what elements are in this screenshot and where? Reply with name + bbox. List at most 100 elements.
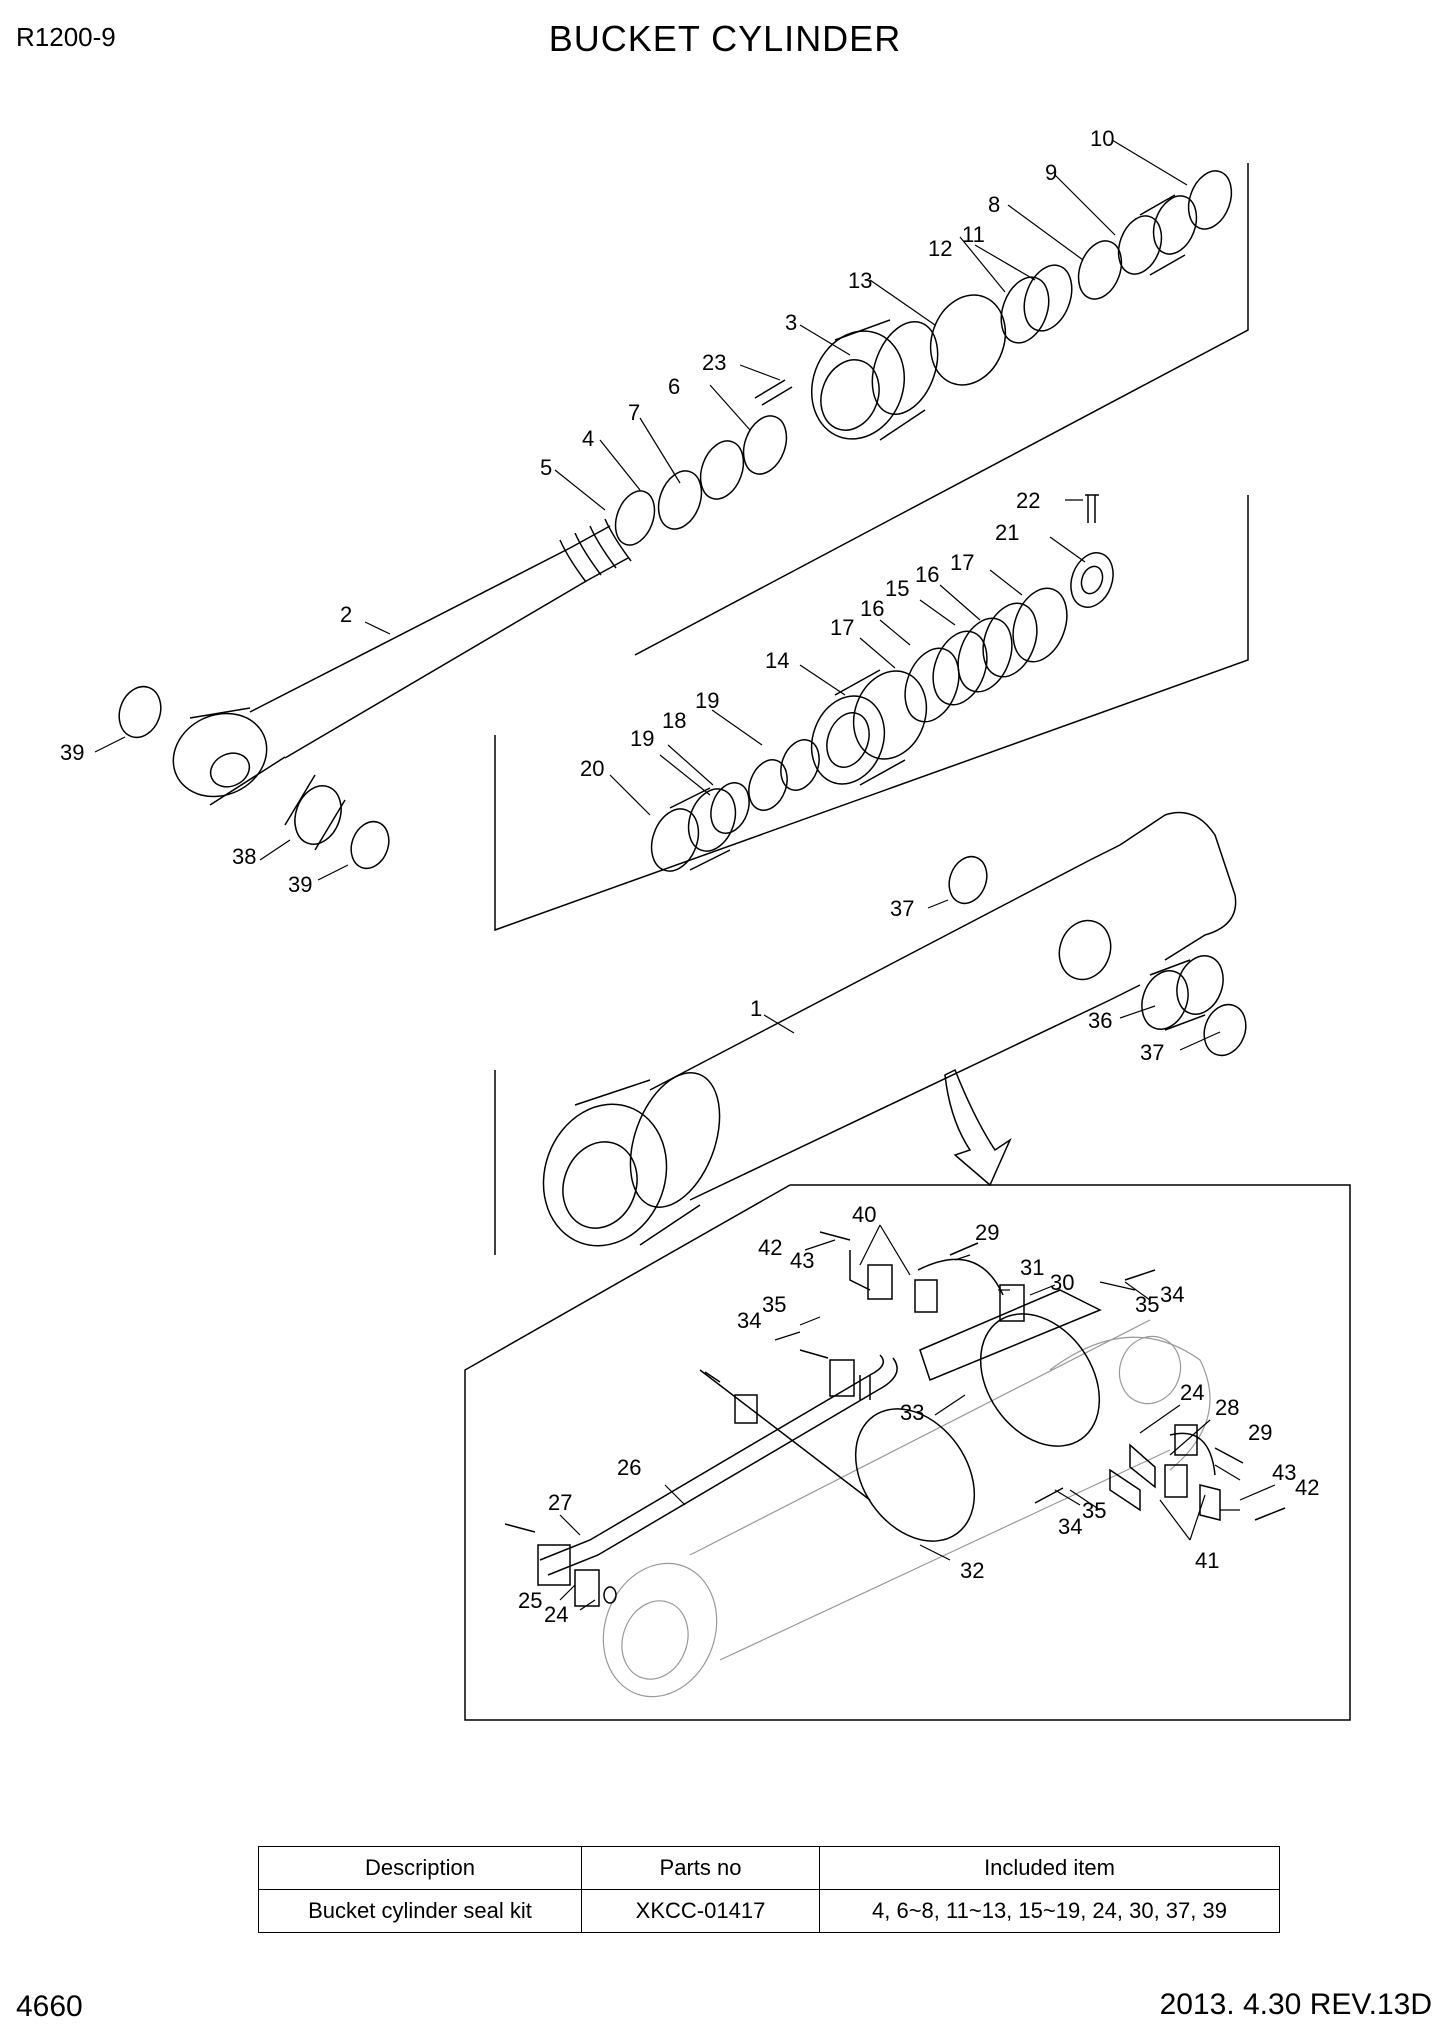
table-header-row: Description Parts no Included item <box>258 1846 1280 1890</box>
part-34-bolt-b <box>799 1349 829 1359</box>
part-24-plate <box>574 1569 600 1607</box>
callout-7: 7 <box>628 400 640 425</box>
panel-piston-outline <box>494 495 1249 932</box>
callout-34-c: 34 <box>1058 1514 1082 1539</box>
part-17-ring-b <box>1012 587 1068 663</box>
callout-8: 8 <box>988 192 1000 217</box>
callout-38: 38 <box>232 844 256 869</box>
callout-34-b: 34 <box>737 1308 761 1333</box>
part-42-bolt-a <box>819 1231 851 1241</box>
callout-17-b: 17 <box>830 615 854 640</box>
page-number: 4660 <box>16 1990 83 2023</box>
callout-1: 1 <box>750 996 762 1021</box>
callout-19-b: 19 <box>630 726 654 751</box>
part-33-clamp <box>979 1313 1101 1447</box>
part-34-bolt-a <box>1124 1269 1156 1281</box>
row-parts-no: XKCC-01417 <box>581 1889 820 1933</box>
leader-lines <box>94 139 1276 1611</box>
rod-cover <box>810 319 939 441</box>
part-37-ring-a <box>948 855 988 905</box>
part-15-ring <box>957 617 1013 693</box>
callout-29-a: 29 <box>975 1220 999 1245</box>
part-9-bushing <box>1117 194 1198 276</box>
part-21-nut <box>1070 552 1114 608</box>
rod-assembly <box>172 518 632 806</box>
callout-9: 9 <box>1045 160 1057 185</box>
part-20-bushing <box>650 787 737 872</box>
part-25-block <box>537 1544 571 1586</box>
callout-labels: 10 9 8 11 12 13 3 23 6 7 4 5 22 21 17 16… <box>60 126 1319 1627</box>
callout-35-b: 35 <box>762 1292 786 1317</box>
part-23-bolt <box>754 379 793 406</box>
panel-rod-outline <box>634 163 1249 656</box>
callout-3: 3 <box>785 310 797 335</box>
callout-2: 2 <box>340 602 352 627</box>
callout-39-b: 39 <box>288 872 312 897</box>
part-5-ring <box>614 490 656 546</box>
part-33-bracket <box>919 1289 1102 1381</box>
panel-pipe-outline <box>464 1184 1351 1721</box>
callout-42-b: 42 <box>1295 1475 1319 1500</box>
callout-36: 36 <box>1088 1008 1112 1033</box>
callout-37-b: 37 <box>1140 1040 1164 1065</box>
callout-6: 6 <box>668 374 680 399</box>
row-description: Bucket cylinder seal kit <box>258 1889 582 1933</box>
part-39-ring-b <box>350 820 390 870</box>
callout-42-a: 42 <box>758 1235 782 1260</box>
callout-22: 22 <box>1016 488 1040 513</box>
callout-33: 33 <box>900 1400 924 1425</box>
callout-41: 41 <box>1195 1548 1219 1573</box>
callout-20: 20 <box>580 756 604 781</box>
part-8-ring <box>1077 240 1123 300</box>
callout-16-b: 16 <box>860 596 884 621</box>
callout-15: 15 <box>885 576 909 601</box>
part-14-piston <box>810 669 928 786</box>
callout-30: 30 <box>1050 1270 1074 1295</box>
part-34-bolt-c <box>1034 1487 1064 1504</box>
callout-40: 40 <box>852 1202 876 1227</box>
part-27-bolt <box>504 1523 536 1533</box>
callout-13: 13 <box>848 268 872 293</box>
part-38-bushing <box>294 785 342 845</box>
callout-39-a: 39 <box>60 740 84 765</box>
callout-28: 28 <box>1215 1395 1239 1420</box>
callout-21: 21 <box>995 520 1019 545</box>
pipe-detail-tube <box>602 1319 1211 1698</box>
part-36-bushing <box>1141 955 1224 1031</box>
part-17-ring-a <box>904 647 960 723</box>
part-29-bolt-a <box>949 1242 979 1256</box>
callout-10: 10 <box>1090 126 1114 151</box>
part-19-ring-a <box>710 782 750 834</box>
part-32-clamp <box>854 1408 976 1542</box>
header-description: Description <box>258 1846 582 1890</box>
callout-32: 32 <box>960 1558 984 1583</box>
callout-35-c: 35 <box>1082 1498 1106 1523</box>
seal-kit-table: Description Parts no Included item Bucke… <box>258 1846 1280 1933</box>
part-16-ring-a <box>932 630 988 706</box>
callout-16-a: 16 <box>915 562 939 587</box>
callout-25: 25 <box>518 1588 542 1613</box>
part-42-bolt-b <box>1254 1507 1286 1521</box>
cylinder-tube <box>542 811 1237 1247</box>
callout-24-a: 24 <box>1180 1380 1204 1405</box>
table-row: Bucket cylinder seal kit XKCC-01417 4, 6… <box>258 1889 1280 1933</box>
part-11-ring <box>1023 264 1073 332</box>
callout-24-b: 24 <box>544 1602 568 1627</box>
model-number: R1200-9 <box>16 22 116 52</box>
part-7-ring <box>699 440 745 500</box>
callout-18: 18 <box>662 708 686 733</box>
callout-26: 26 <box>617 1455 641 1480</box>
pipe-detail-parts <box>504 1231 1286 1607</box>
callout-29-b: 29 <box>1248 1420 1272 1445</box>
callout-23: 23 <box>702 350 726 375</box>
callout-34-a: 34 <box>1160 1282 1184 1307</box>
part-39-ring-a <box>118 685 162 739</box>
callout-14: 14 <box>765 648 789 673</box>
part-4-ring <box>657 470 703 530</box>
callout-37-a: 37 <box>890 896 914 921</box>
part-22-screw <box>1085 494 1099 523</box>
callout-43-b: 43 <box>1272 1460 1296 1485</box>
revision-info: 2013. 4.30 REV.13D <box>1159 1988 1432 2021</box>
callout-17-a: 17 <box>950 550 974 575</box>
detail-arrow <box>944 1068 1012 1187</box>
